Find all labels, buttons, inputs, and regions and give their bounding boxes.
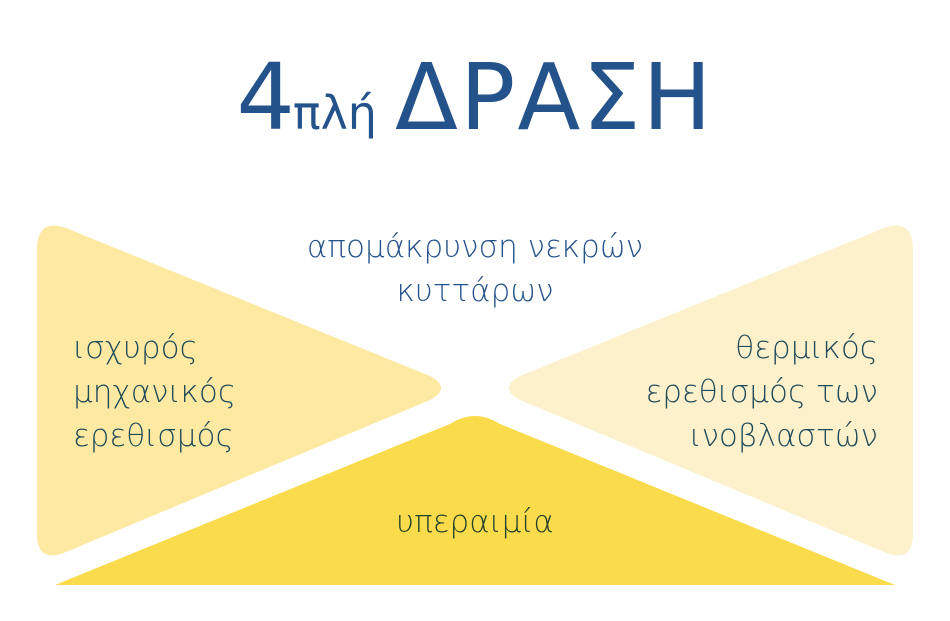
bottom-label: υπεραιμία — [0, 500, 950, 544]
left-label-line-3: ερεθισμός — [73, 418, 234, 454]
right-label-line-2: ερεθισμός των — [645, 374, 879, 410]
top-label-line-1: απομάκρυνση νεκρών — [306, 229, 644, 265]
top-label-line-2: κυττάρων — [396, 273, 554, 309]
title-main: ΔΡΑΣΗ — [394, 44, 714, 151]
right-label-line-1: θερμικός — [735, 330, 878, 366]
right-label: θερμικός ερεθισμός των ινοβλαστών — [646, 326, 879, 458]
top-label: απομάκρυνση νεκρών κυττάρων — [0, 225, 950, 313]
left-label-line-2: μηχανικός — [73, 374, 237, 410]
right-triangle — [509, 225, 913, 556]
bottom-label-line-1: υπεραιμία — [396, 504, 554, 540]
bottom-triangle — [55, 416, 895, 585]
right-label-line-3: ινοβλαστών — [689, 418, 878, 454]
title-suffix: πλή — [292, 86, 377, 140]
title-number: 4 — [236, 44, 295, 151]
left-label-line-1: ισχυρός — [73, 330, 198, 366]
left-triangle — [37, 225, 441, 556]
left-label: ισχυρός μηχανικός ερεθισμός — [73, 326, 236, 458]
